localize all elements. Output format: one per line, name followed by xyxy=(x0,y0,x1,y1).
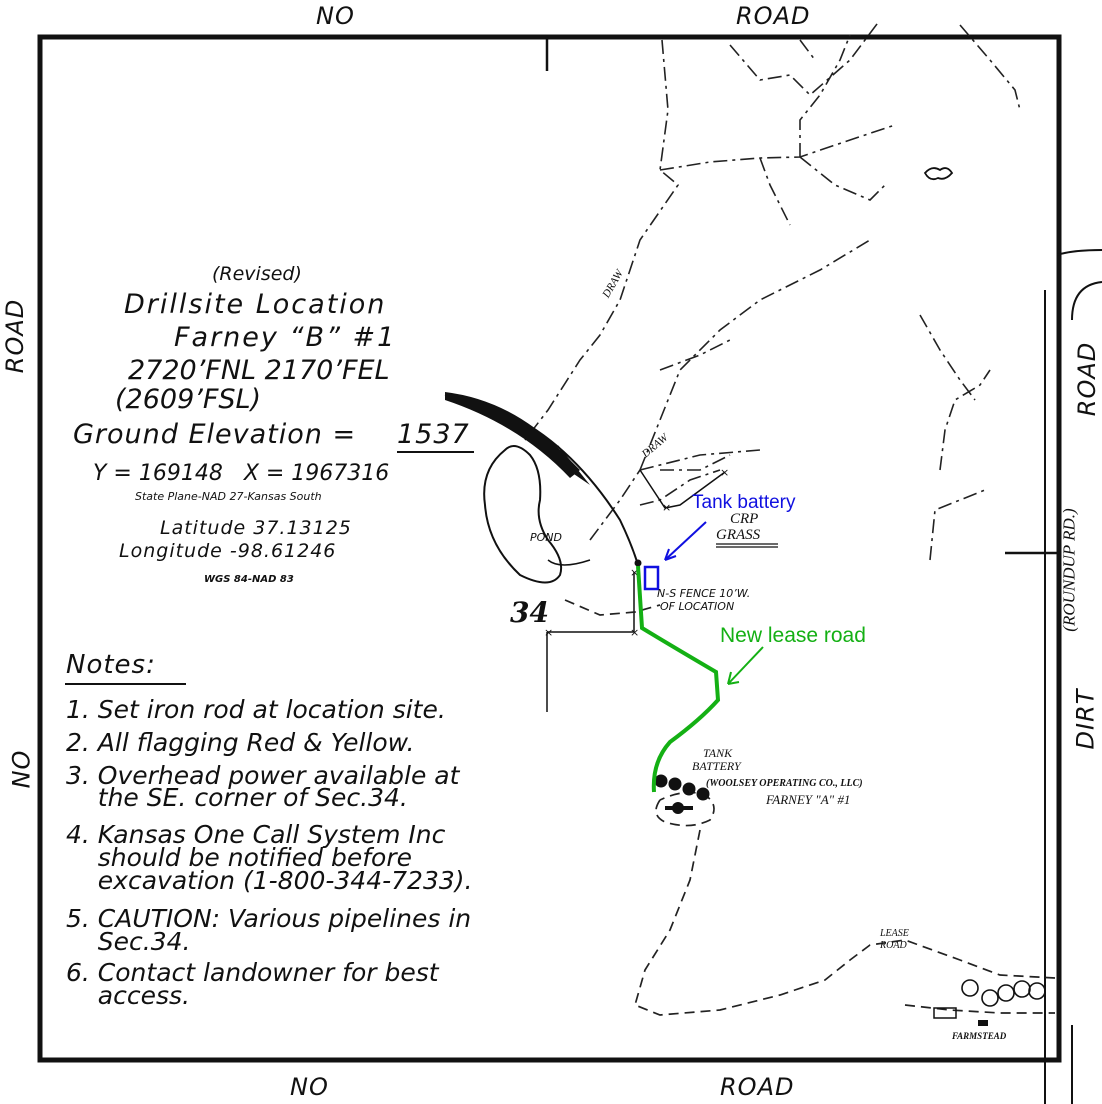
svg-text:×: × xyxy=(662,501,671,514)
svg-text:×: × xyxy=(630,566,639,579)
farmstead-trees xyxy=(961,979,1046,1007)
drillsite-well: Farney “B” #1 xyxy=(174,322,397,353)
note-line-3: 3. Overhead power available at xyxy=(66,761,460,790)
note-line-4c: excavation (1-800-344-7233). xyxy=(66,866,473,895)
new-lease-road-line xyxy=(636,565,721,793)
grass-label: GRASS xyxy=(716,527,761,543)
new-lease-road-annotation: New lease road xyxy=(720,624,866,647)
new-lease-road-pointer xyxy=(727,646,764,685)
note-line-5b: Sec.34. xyxy=(66,927,191,956)
lease-road-label: ROAD xyxy=(880,940,907,951)
tank-battery-pointer xyxy=(664,521,707,561)
drillsite-datum: WGS 84-NAD 83 xyxy=(204,574,294,585)
pond-spillway xyxy=(547,559,591,566)
note-line-2: 2. All flagging Red & Yellow. xyxy=(66,728,415,757)
road-label-right-dirt: DIRT xyxy=(1071,688,1100,750)
svg-text:×: × xyxy=(630,626,639,639)
new-lease-road-pointer-head xyxy=(727,671,740,685)
drillsite-plane: State Plane-NAD 27-Kansas South xyxy=(135,490,322,503)
battery-label: BATTERY xyxy=(692,759,741,773)
road-edge-right xyxy=(1044,249,1102,1104)
road-label-right-road: ROAD xyxy=(1073,341,1102,417)
crp-label: CRP xyxy=(730,511,759,527)
road-label-left-bottom: NO xyxy=(7,749,36,789)
note-line-3b: the SE. corner of Sec.34. xyxy=(66,783,408,812)
fence-markers: × × × × × xyxy=(544,466,729,639)
tank-battery-pointer-head xyxy=(664,548,677,561)
drillsite-latitude: Latitude 37.13125 xyxy=(160,517,352,539)
operator-label: (WOOLSEY OPERATING CO., LLC) xyxy=(706,778,863,789)
farmstead-building xyxy=(933,1007,957,1019)
farmstead-house xyxy=(978,1020,988,1026)
svg-text:×: × xyxy=(544,626,553,639)
small-pond-icon xyxy=(923,167,954,181)
road-label-bottom-right: ROAD xyxy=(720,1073,795,1101)
note-line-5: 5. CAUTION: Various pipelines in xyxy=(66,904,472,933)
tank-battery-annotation: Tank battery xyxy=(692,492,796,513)
section-number: 34 xyxy=(510,596,549,629)
fence-lines xyxy=(546,469,726,712)
notes-heading: Notes: xyxy=(66,650,156,680)
section-boundary xyxy=(37,34,1062,1063)
note-line-6: 6. Contact landowner for best xyxy=(66,958,439,987)
existing-tank-symbols xyxy=(654,774,710,814)
tank-label: TANK xyxy=(703,746,733,760)
road-label-top-right: ROAD xyxy=(736,2,811,30)
pointer-arrowhead xyxy=(558,445,590,485)
drillsite-revised: (Revised) xyxy=(212,263,302,285)
farney-a-label: FARNEY "A" #1 xyxy=(766,792,851,807)
pond-label: POND xyxy=(530,531,562,544)
drillsite-elevation-label: Ground Elevation = xyxy=(73,419,357,450)
drillsite-title: Drillsite Location xyxy=(124,289,387,320)
drillsite-fsl: (2609’FSL) xyxy=(115,384,262,415)
pointer-arrow-body xyxy=(445,392,580,478)
farmstead-label: FARMSTEAD xyxy=(952,1031,1007,1041)
fence-label-line1: N-S FENCE 10’W. xyxy=(657,587,751,600)
road-label-right-roundup: (ROUNDUP RD.) xyxy=(1059,508,1079,632)
drillsite-footage: 2720’FNL 2170’FEL xyxy=(128,355,390,386)
drainage-lines xyxy=(524,19,1021,561)
drillsite-elevation-value: 1537 xyxy=(397,419,470,450)
note-line-6b: access. xyxy=(66,981,190,1010)
drillsite-longitude: Longitude -98.61246 xyxy=(119,540,337,562)
road-label-left-top: ROAD xyxy=(1,298,30,374)
lease-label: LEASE xyxy=(880,928,909,939)
note-line-1: 1. Set iron rod at location site. xyxy=(66,695,446,724)
road-label-bottom-left: NO xyxy=(290,1073,329,1101)
tank-battery-box xyxy=(643,565,660,591)
location-site-marker xyxy=(634,559,642,567)
note-line-4b: should be notified before xyxy=(66,843,412,872)
drillsite-coords: Y = 169148 X = 1967316 xyxy=(93,461,390,486)
fence-label-line2: OF LOCATION xyxy=(660,600,735,613)
svg-text:×: × xyxy=(720,466,729,479)
road-label-top-left: NO xyxy=(316,2,355,30)
note-line-4: 4. Kansas One Call System Inc xyxy=(66,820,446,849)
